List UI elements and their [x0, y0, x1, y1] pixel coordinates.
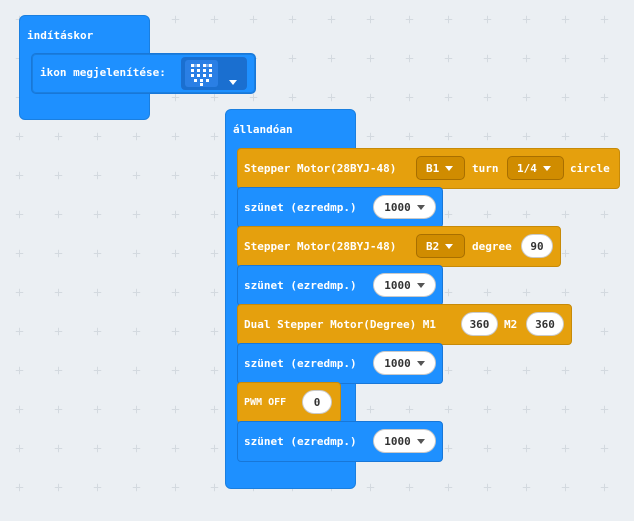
heart-icon — [185, 60, 218, 87]
pause-value-select[interactable]: 1000 — [373, 429, 436, 453]
degree-value: 90 — [530, 239, 544, 253]
degree-input[interactable]: 90 — [521, 234, 553, 258]
chevron-down-icon — [445, 243, 454, 249]
pwm-value-input[interactable]: 0 — [302, 390, 332, 414]
pause-value-select[interactable]: 1000 — [373, 195, 436, 219]
chevron-down-icon — [445, 165, 454, 171]
stepper-turn-label: Stepper Motor(28BYJ-48) — [244, 162, 397, 175]
stepper-degree-block[interactable] — [237, 226, 561, 267]
chevron-down-icon — [229, 70, 237, 89]
pause-value: 1000 — [384, 434, 411, 448]
pwm-off-label: PWM OFF — [244, 397, 287, 408]
pause-label: szünet (ezredmp.) — [244, 279, 357, 292]
pause-label: szünet (ezredmp.) — [244, 357, 357, 370]
chevron-down-icon — [542, 165, 551, 171]
motor-select-value: B1 — [426, 161, 440, 175]
m1-input[interactable]: 360 — [461, 312, 498, 336]
turn-amount-value: 1/4 — [517, 161, 537, 175]
dual-stepper-block[interactable] — [237, 304, 572, 345]
on-start-label: indításkor — [27, 29, 94, 42]
pwm-value: 0 — [313, 395, 321, 409]
circle-label: circle — [570, 162, 610, 175]
motor-select-value: B2 — [426, 239, 440, 253]
turn-amount-select[interactable]: 1/4 — [507, 156, 564, 180]
pause-value-select[interactable]: 1000 — [373, 351, 436, 375]
chevron-down-icon — [416, 360, 425, 366]
motor-select-b2[interactable]: B2 — [416, 234, 465, 258]
degree-label: degree — [472, 240, 512, 253]
pause-value: 1000 — [384, 200, 411, 214]
pause-value: 1000 — [384, 278, 411, 292]
motor-select-b1[interactable]: B1 — [416, 156, 465, 180]
pause-label: szünet (ezredmp.) — [244, 201, 357, 214]
chevron-down-icon — [416, 438, 425, 444]
stepper-degree-label: Stepper Motor(28BYJ-48) — [244, 240, 397, 253]
forever-label: állandóan — [233, 123, 293, 136]
dual-stepper-label: Dual Stepper Motor(Degree) M1 — [244, 318, 437, 331]
chevron-down-icon — [416, 282, 425, 288]
pause-value: 1000 — [384, 356, 411, 370]
icon-picker[interactable] — [181, 57, 247, 90]
m2-input[interactable]: 360 — [526, 312, 564, 336]
pause-label: szünet (ezredmp.) — [244, 435, 357, 448]
chevron-down-icon — [416, 204, 425, 210]
pause-value-select[interactable]: 1000 — [373, 273, 436, 297]
m2-value: 360 — [535, 317, 555, 331]
turn-label: turn — [472, 162, 499, 175]
m2-label: M2 — [504, 318, 518, 331]
show-icon-label: ikon megjelenítése: — [40, 66, 166, 79]
m1-value: 360 — [469, 317, 490, 331]
